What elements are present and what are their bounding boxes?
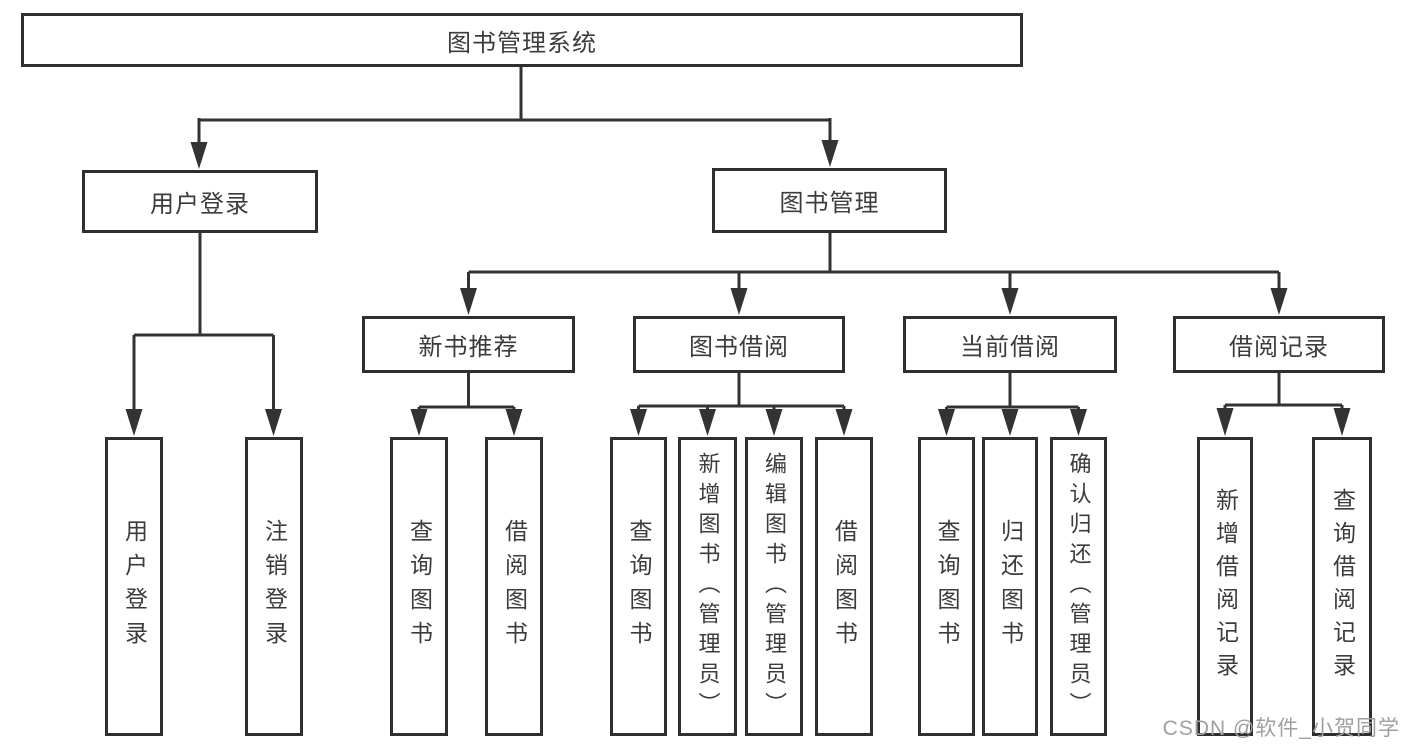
leaf-borrow-books-recommend: 借阅图书 (485, 437, 543, 736)
leaf-edit-books-admin: 编辑图书（管理员） (745, 437, 803, 736)
node-borrow-records: 借阅记录 (1173, 316, 1385, 373)
leaf-query-books-borrow: 查询图书 (610, 437, 667, 736)
leaf-user-login: 用户登录 (105, 437, 163, 736)
leaf-return-books: 归还图书 (982, 437, 1038, 736)
leaf-add-borrow-record: 新增借阅记录 (1197, 437, 1253, 736)
leaf-confirm-return-admin: 确认归还（管理员） (1050, 437, 1107, 736)
connector-new-book-recommend-children (410, 373, 523, 436)
leaf-add-books-admin: 新增图书（管理员） (678, 437, 737, 736)
connector-root-to-level2 (190, 66, 839, 169)
leaf-query-borrow-record: 查询借阅记录 (1312, 437, 1372, 736)
leaf-borrow-books: 借阅图书 (815, 437, 873, 736)
node-new-book-recommend: 新书推荐 (362, 316, 575, 373)
leaf-logout-login: 注销登录 (245, 437, 303, 736)
connector-current-borrow-children (938, 373, 1087, 436)
node-book-management: 图书管理 (712, 168, 947, 233)
node-user-login: 用户登录 (82, 170, 318, 233)
node-current-borrow: 当前借阅 (903, 316, 1117, 373)
node-book-borrow: 图书借阅 (633, 316, 845, 373)
leaf-query-books-recommend: 查询图书 (390, 437, 448, 736)
connector-user-login-children (125, 233, 282, 436)
csdn-watermark: CSDN @软件_小贺同学 (1162, 717, 1400, 740)
connector-book-borrow-children (630, 373, 853, 436)
node-root: 图书管理系统 (21, 13, 1023, 67)
leaf-query-books-current: 查询图书 (918, 437, 975, 736)
connector-borrow-records-children (1216, 373, 1351, 436)
connector-book-mgmt-children (460, 233, 1288, 315)
